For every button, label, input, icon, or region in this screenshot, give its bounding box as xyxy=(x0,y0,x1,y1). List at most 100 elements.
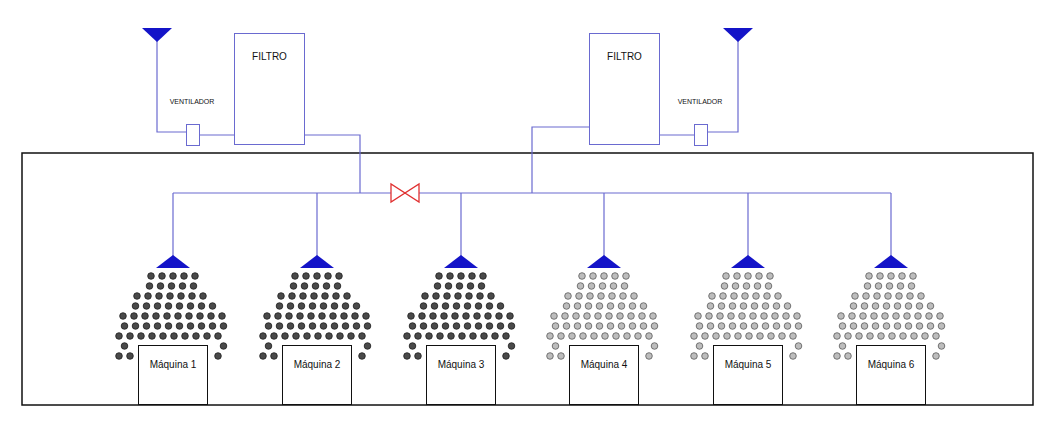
particle-dot xyxy=(938,343,945,350)
particle-dot xyxy=(219,313,226,320)
particle-dot xyxy=(470,333,477,340)
particle-dot xyxy=(702,333,709,340)
particle-dot xyxy=(344,293,351,300)
particle-dot xyxy=(610,283,617,290)
particle-dot xyxy=(790,333,797,340)
particle-dot xyxy=(331,303,338,310)
particle-dot xyxy=(724,333,731,340)
particle-dot xyxy=(282,333,289,340)
particle-dot xyxy=(121,343,128,350)
particle-dot xyxy=(922,333,929,340)
particle-dot xyxy=(265,343,272,350)
particle-dot xyxy=(732,283,739,290)
particle-dot xyxy=(899,273,906,280)
particle-dot xyxy=(635,333,642,340)
particle-dot xyxy=(558,353,565,360)
particle-dot xyxy=(337,333,344,340)
particle-dot xyxy=(576,293,583,300)
particle-dot xyxy=(937,313,944,320)
particle-dot xyxy=(893,313,900,320)
particle-dot xyxy=(621,283,628,290)
particle-dot xyxy=(148,273,155,280)
filter-label: FILTRO xyxy=(235,51,304,62)
particle-dot xyxy=(181,273,188,280)
particle-dot xyxy=(861,303,868,310)
particle-dot xyxy=(852,293,859,300)
particle-dot xyxy=(623,273,630,280)
particle-dot xyxy=(192,273,199,280)
particle-dot xyxy=(215,333,222,340)
particle-dot xyxy=(260,353,267,360)
particle-dot xyxy=(696,323,703,330)
particle-dot xyxy=(404,333,411,340)
particle-dot xyxy=(215,353,222,360)
particle-dot xyxy=(464,303,471,310)
particle-dot xyxy=(131,313,138,320)
particle-dot xyxy=(422,293,429,300)
particle-dot xyxy=(709,293,716,300)
particle-dot xyxy=(503,353,510,360)
particle-dot xyxy=(320,303,327,310)
particle-dot xyxy=(620,293,627,300)
particle-dot xyxy=(579,273,586,280)
particle-dot xyxy=(319,313,326,320)
particle-dot xyxy=(142,313,149,320)
particle-dot xyxy=(750,313,757,320)
particle-dot xyxy=(938,323,945,330)
particle-dot xyxy=(404,353,411,360)
particle-dot xyxy=(729,303,736,310)
particle-dot xyxy=(437,333,444,340)
particle-dot xyxy=(176,303,183,310)
particle-dot xyxy=(601,273,608,280)
particle-dot xyxy=(756,273,763,280)
particle-dot xyxy=(856,333,863,340)
particle-dot xyxy=(200,293,207,300)
particle-dot xyxy=(753,293,760,300)
particle-dot xyxy=(772,313,779,320)
particle-dot xyxy=(303,273,310,280)
particle-dot xyxy=(631,293,638,300)
particle-dot xyxy=(463,313,470,320)
particle-dot xyxy=(508,323,515,330)
particle-dot xyxy=(127,333,134,340)
particle-dot xyxy=(197,313,204,320)
particle-dot xyxy=(467,283,474,290)
particle-dot xyxy=(170,273,177,280)
particle-dot xyxy=(156,293,163,300)
particle-dot xyxy=(208,313,215,320)
particle-dot xyxy=(190,283,197,290)
particle-dot xyxy=(587,293,594,300)
particle-dot xyxy=(607,323,614,330)
particle-dot xyxy=(885,293,892,300)
particle-dot xyxy=(431,303,438,310)
particle-dot xyxy=(480,273,487,280)
particle-dot xyxy=(121,323,128,330)
particle-dot xyxy=(565,293,572,300)
particle-dot xyxy=(878,333,885,340)
particle-dot xyxy=(153,313,160,320)
particle-dot xyxy=(866,273,873,280)
particle-dot xyxy=(767,273,774,280)
particle-dot xyxy=(309,323,316,330)
filter-box: FILTRO xyxy=(589,33,660,145)
particle-dot xyxy=(573,313,580,320)
particle-dot xyxy=(175,313,182,320)
particle-dot xyxy=(304,333,311,340)
particle-dot xyxy=(167,293,174,300)
particle-dot xyxy=(740,303,747,310)
valve-symbol xyxy=(391,184,419,202)
particle-dot xyxy=(927,323,934,330)
nozzle-triangle xyxy=(156,255,190,268)
particle-dot xyxy=(220,343,227,350)
particle-dot xyxy=(933,333,940,340)
particle-dot xyxy=(508,343,515,350)
particle-dot xyxy=(896,293,903,300)
particle-dot xyxy=(145,293,152,300)
particle-dot xyxy=(933,353,940,360)
particle-dot xyxy=(290,283,297,290)
particle-dot xyxy=(157,283,164,290)
particle-dot xyxy=(275,313,282,320)
particle-dot xyxy=(863,293,870,300)
particle-dot xyxy=(834,333,841,340)
